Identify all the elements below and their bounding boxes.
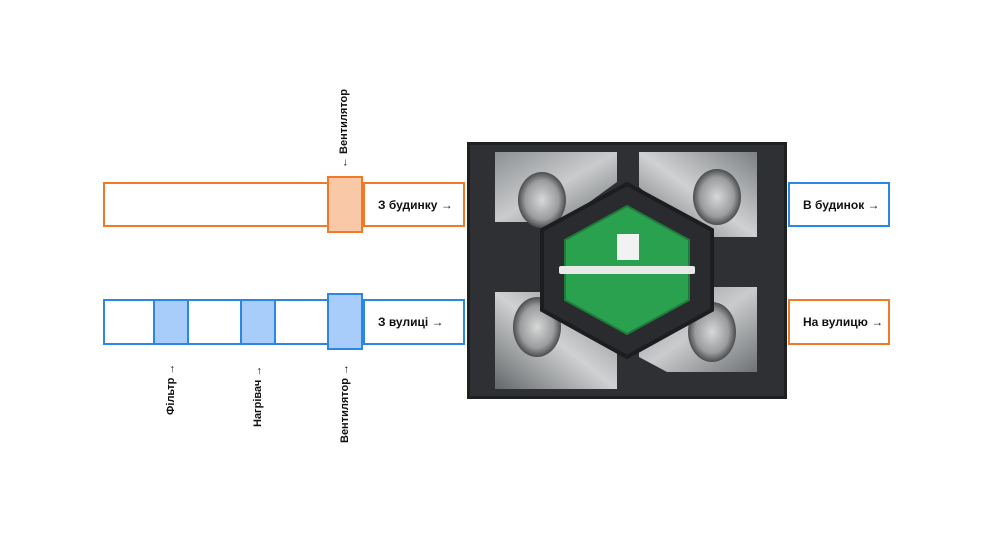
to-street-label: На вулицю → — [803, 315, 884, 329]
filter-label: Фільтр → — [165, 363, 177, 415]
intake-duct-segment-3 — [274, 299, 329, 345]
to-street-label-box: На вулицю → — [788, 299, 890, 345]
from-house-label-box: З будинку → — [363, 182, 465, 227]
fan-top-label: ← Вентилятор — [338, 89, 350, 168]
from-house-label: З будинку → — [378, 197, 453, 212]
from-street-label: З вулиці → — [378, 315, 444, 329]
intake-fan-block — [327, 293, 363, 350]
intake-duct-segment-1 — [103, 299, 155, 345]
heat-recovery-unit-photo — [467, 142, 787, 399]
filter-block — [153, 299, 189, 345]
exhaust-duct — [103, 182, 329, 227]
to-house-label-box: В будинок → — [788, 182, 890, 227]
from-street-label-box: З вулиці → — [363, 299, 465, 345]
exhaust-fan-block — [327, 176, 363, 233]
heater-block — [240, 299, 276, 345]
core-bar — [559, 266, 695, 274]
heater-label: Нагрівач → — [252, 365, 264, 427]
core-sticker — [617, 234, 639, 260]
to-house-label: В будинок → — [803, 197, 880, 212]
duct-hole-1 — [518, 172, 566, 228]
fan-bottom-label: Вентилятор → — [339, 364, 351, 443]
intake-duct-segment-2 — [187, 299, 242, 345]
duct-hole-2 — [693, 169, 741, 225]
